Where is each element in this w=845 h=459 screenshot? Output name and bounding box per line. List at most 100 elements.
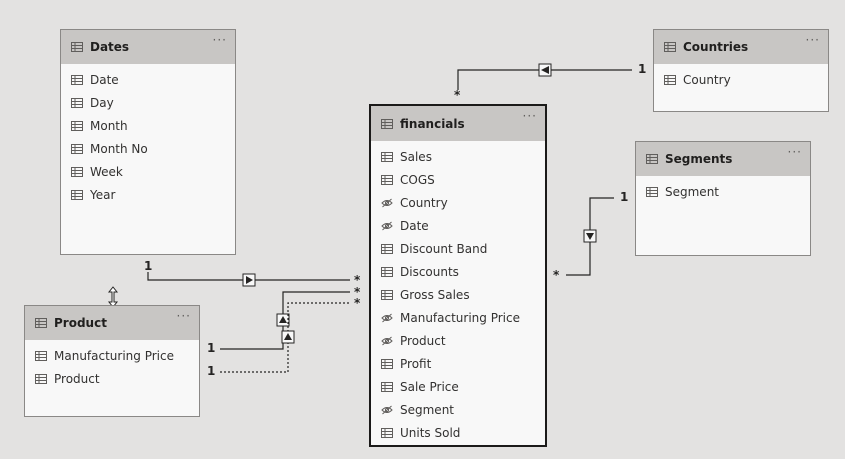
- table-icon: [381, 151, 393, 162]
- table-icon: [381, 358, 393, 369]
- filter-direction-arrow-segments: [583, 229, 597, 243]
- field-row[interactable]: Discount Band: [371, 237, 545, 260]
- cardinality-many-countries: *: [454, 88, 461, 102]
- more-options-icon[interactable]: ···: [522, 109, 537, 123]
- field-label: Year: [90, 187, 116, 202]
- field-label: COGS: [400, 172, 435, 187]
- table-icon: [381, 174, 393, 185]
- table-header-countries[interactable]: Countries ···: [654, 30, 828, 64]
- field-label: Sales: [400, 149, 432, 164]
- field-row[interactable]: Gross Sales: [371, 283, 545, 306]
- field-row[interactable]: Segment: [371, 398, 545, 421]
- field-row[interactable]: Country: [654, 68, 828, 91]
- relationship-line-countries: [457, 69, 632, 90]
- table-icon: [381, 266, 393, 277]
- cardinality-many-product-prod: *: [354, 296, 361, 310]
- field-row[interactable]: Segment: [636, 180, 810, 203]
- table-icon: [71, 120, 83, 131]
- field-label: Discounts: [400, 264, 459, 279]
- field-label: Discount Band: [400, 241, 488, 256]
- field-label: Manufacturing Price: [54, 348, 174, 363]
- table-icon: [35, 350, 47, 361]
- field-label: Week: [90, 164, 123, 179]
- relationship-line-segments: [566, 197, 614, 276]
- table-icon: [71, 97, 83, 108]
- field-label: Segment: [665, 184, 719, 199]
- field-label: Segment: [400, 402, 454, 417]
- field-label: Gross Sales: [400, 287, 470, 302]
- more-options-icon[interactable]: ···: [787, 145, 802, 159]
- table-icon: [646, 186, 658, 197]
- filter-direction-arrow-dates: [242, 273, 256, 287]
- hidden-eye-icon: [381, 336, 393, 345]
- field-row[interactable]: COGS: [371, 168, 545, 191]
- field-row[interactable]: Product: [371, 329, 545, 352]
- table-title: Product: [54, 316, 107, 330]
- field-row[interactable]: Sales: [371, 145, 545, 168]
- table-title: financials: [400, 116, 465, 131]
- field-label: Profit: [400, 356, 432, 371]
- more-options-icon[interactable]: ···: [212, 33, 227, 47]
- relationship-line-product-mfg: [220, 291, 350, 350]
- table-header-financials[interactable]: financials ···: [371, 106, 545, 141]
- field-label: Month No: [90, 141, 148, 156]
- filter-direction-arrow-countries: [538, 63, 552, 77]
- field-row[interactable]: Month: [61, 114, 235, 137]
- cardinality-one-segments: 1: [620, 190, 629, 204]
- table-icon: [35, 318, 47, 328]
- relationship-line-product-prod: [220, 302, 350, 373]
- field-label: Day: [90, 95, 114, 110]
- field-label: Product: [54, 371, 100, 386]
- field-row[interactable]: Day: [61, 91, 235, 114]
- hidden-eye-icon: [381, 313, 393, 322]
- field-label: Product: [400, 333, 446, 348]
- field-row[interactable]: Sale Price: [371, 375, 545, 398]
- more-options-icon[interactable]: ···: [176, 309, 191, 323]
- table-card-countries[interactable]: Countries ··· Country: [653, 29, 829, 112]
- relationship-line-dates: [147, 272, 350, 281]
- field-row[interactable]: Year: [61, 183, 235, 206]
- field-row[interactable]: Date: [61, 68, 235, 91]
- field-label: Country: [683, 72, 731, 87]
- table-title: Dates: [90, 40, 130, 54]
- table-icon: [664, 42, 676, 52]
- field-label: Date: [400, 218, 429, 233]
- field-row[interactable]: Week: [61, 160, 235, 183]
- cardinality-many-product-mfg: *: [354, 285, 361, 299]
- field-label: Date: [90, 72, 119, 87]
- cardinality-many-segments: *: [553, 268, 560, 282]
- table-icon: [381, 118, 393, 129]
- table-card-segments[interactable]: Segments ··· Segment: [635, 141, 811, 256]
- field-row[interactable]: Discounts: [371, 260, 545, 283]
- field-row[interactable]: Product: [25, 367, 199, 390]
- field-list: Segment: [636, 176, 810, 203]
- field-row[interactable]: Month No: [61, 137, 235, 160]
- table-header-product[interactable]: Product ···: [25, 306, 199, 340]
- field-row[interactable]: Country: [371, 191, 545, 214]
- table-title: Segments: [665, 152, 733, 166]
- table-header-dates[interactable]: Dates ···: [61, 30, 235, 64]
- field-row[interactable]: Manufacturing Price: [25, 344, 199, 367]
- hidden-eye-icon: [381, 198, 393, 207]
- field-label: Sale Price: [400, 379, 459, 394]
- more-options-icon[interactable]: ···: [805, 33, 820, 47]
- hidden-eye-icon: [381, 405, 393, 414]
- field-row[interactable]: Profit: [371, 352, 545, 375]
- table-icon: [71, 143, 83, 154]
- field-row[interactable]: Units Sold: [371, 421, 545, 444]
- field-row[interactable]: Manufacturing Price: [371, 306, 545, 329]
- cardinality-many-dates: *: [354, 273, 361, 287]
- table-icon: [664, 74, 676, 85]
- field-row[interactable]: Date: [371, 214, 545, 237]
- table-icon: [71, 42, 83, 52]
- field-label: Manufacturing Price: [400, 310, 520, 325]
- table-header-segments[interactable]: Segments ···: [636, 142, 810, 176]
- table-icon: [381, 289, 393, 300]
